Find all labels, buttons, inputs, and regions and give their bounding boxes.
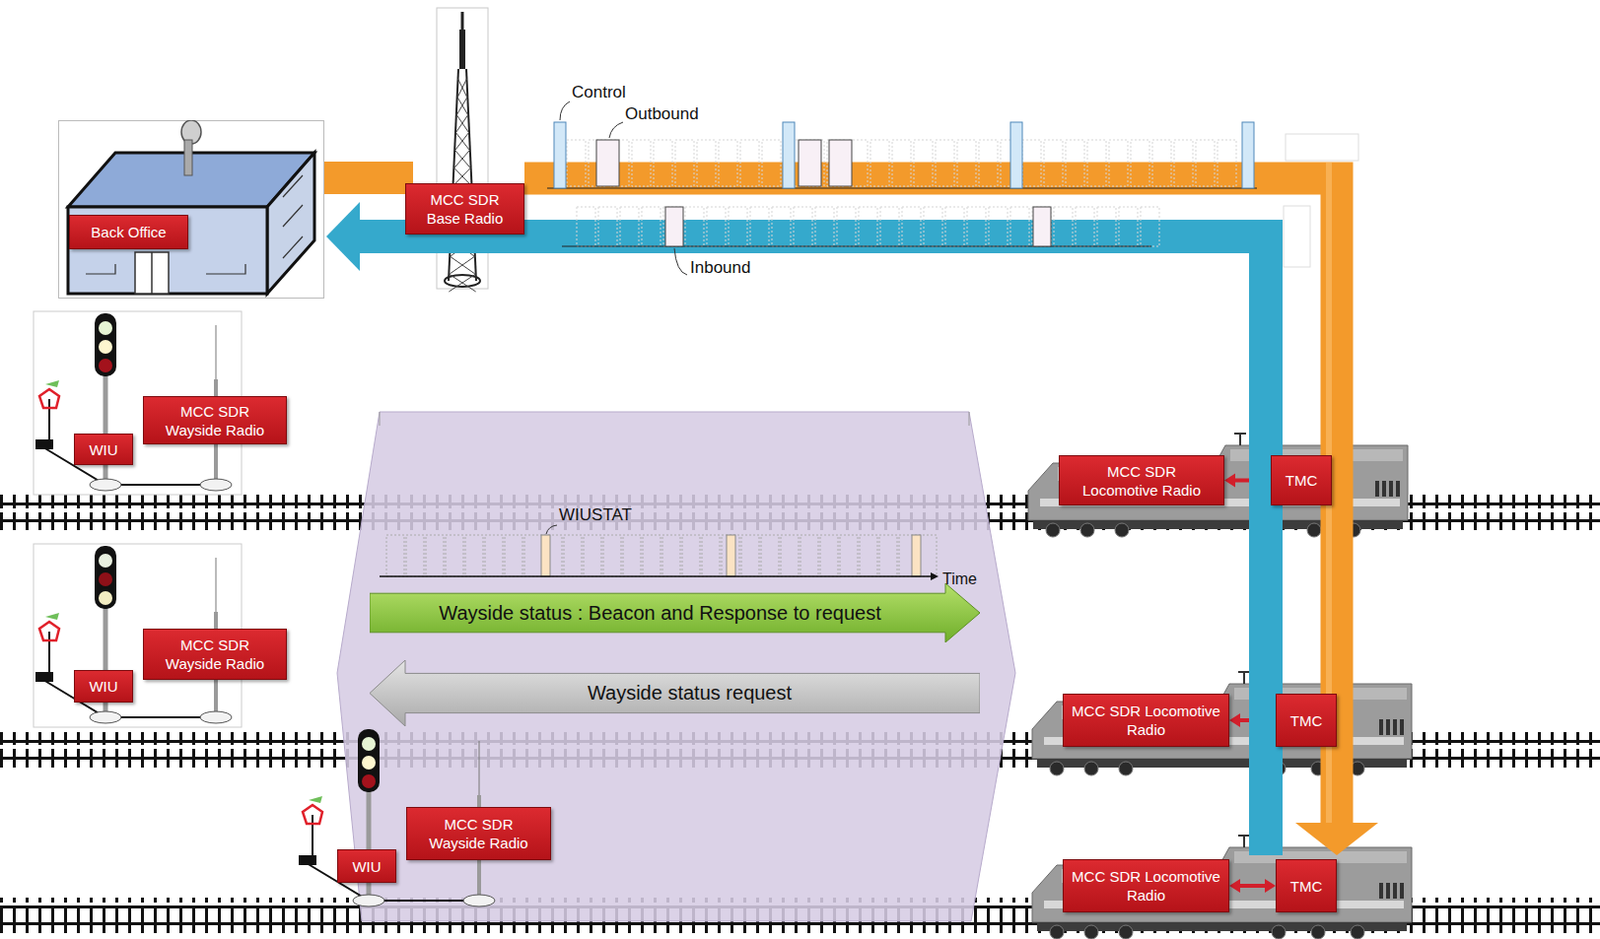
node-label: WIU bbox=[88, 677, 118, 696]
node-label: TMC bbox=[1285, 471, 1319, 490]
inbound-slot bbox=[1033, 207, 1051, 247]
radio-box: MCC SDR Wayside Radio bbox=[142, 396, 287, 445]
wayside-signal-set bbox=[33, 544, 242, 728]
arrow-shape bbox=[369, 660, 980, 727]
radio-box: WIU bbox=[73, 433, 134, 466]
control-slot bbox=[1242, 122, 1254, 189]
radio-box: MCC SDR Wayside Radio bbox=[406, 807, 552, 861]
status-arrow: Wayside status : Beacon and Response to … bbox=[369, 583, 980, 643]
radio-box: MCC SDR Locomotive Radio bbox=[1062, 694, 1230, 748]
building-drawing bbox=[58, 120, 325, 299]
node-label: Back Office bbox=[69, 214, 189, 250]
node-label: MCC SDR Locomotive Radio bbox=[1071, 867, 1221, 905]
radio-box: WIU bbox=[337, 849, 397, 884]
outbound-slot bbox=[798, 139, 822, 187]
control-slot bbox=[1010, 122, 1023, 189]
radio-box: MCC SDR Locomotive Radio bbox=[1062, 859, 1230, 913]
node-label: MCC SDR Wayside Radio bbox=[151, 635, 279, 674]
node-label: MCC SDR Base Radio bbox=[414, 190, 516, 228]
radio-box: TMC bbox=[1270, 455, 1332, 506]
node-label: MCC SDR Locomotive Radio bbox=[1071, 701, 1221, 740]
node-label: TMC bbox=[1290, 711, 1323, 731]
inbound-slot bbox=[665, 207, 684, 247]
axis-label: Time bbox=[942, 569, 977, 590]
channel-name: Control bbox=[571, 82, 627, 103]
radio-box: MCC SDR Wayside Radio bbox=[142, 628, 287, 681]
node-label: TMC bbox=[1290, 877, 1323, 897]
channel-name: Outbound bbox=[625, 104, 699, 125]
node-label: WIU bbox=[351, 857, 381, 877]
radio-range-region bbox=[337, 412, 1016, 922]
arrow-label: Wayside status : Beacon and Response to … bbox=[438, 602, 881, 626]
arrow-label: Wayside status request bbox=[587, 682, 792, 705]
timeline bbox=[379, 535, 939, 581]
node-label: MCC SDR Wayside Radio bbox=[415, 815, 543, 853]
link-arrow bbox=[1229, 879, 1276, 894]
radio-box: MCC SDR Locomotive Radio bbox=[1058, 455, 1225, 506]
radio-box: MCC SDR Base Radio bbox=[405, 183, 525, 235]
outbound-slot bbox=[596, 139, 620, 187]
locomotive bbox=[1032, 835, 1412, 939]
control-slot bbox=[554, 122, 566, 189]
wayside-signal-set bbox=[298, 729, 495, 907]
control-slot bbox=[782, 122, 795, 189]
radio-box: TMC bbox=[1275, 694, 1337, 748]
message-name: WIUSTAT bbox=[558, 505, 632, 526]
back-office-building: Back Office bbox=[58, 120, 325, 299]
locomotive bbox=[1032, 672, 1412, 776]
node-label: MCC SDR Wayside Radio bbox=[151, 402, 279, 440]
wayside-signal-set bbox=[33, 311, 242, 495]
node-label: WIU bbox=[88, 440, 118, 460]
inbound-pipe bbox=[326, 202, 1266, 856]
channel-name: Inbound bbox=[690, 258, 751, 279]
arrow-shape bbox=[369, 583, 980, 643]
request-arrow: Wayside status request bbox=[369, 660, 980, 727]
outbound-slot bbox=[829, 139, 852, 187]
radio-box: TMC bbox=[1275, 859, 1337, 913]
radio-box: WIU bbox=[73, 670, 134, 703]
outbound-pipe bbox=[324, 161, 414, 195]
node-label: MCC SDR Locomotive Radio bbox=[1067, 462, 1216, 500]
